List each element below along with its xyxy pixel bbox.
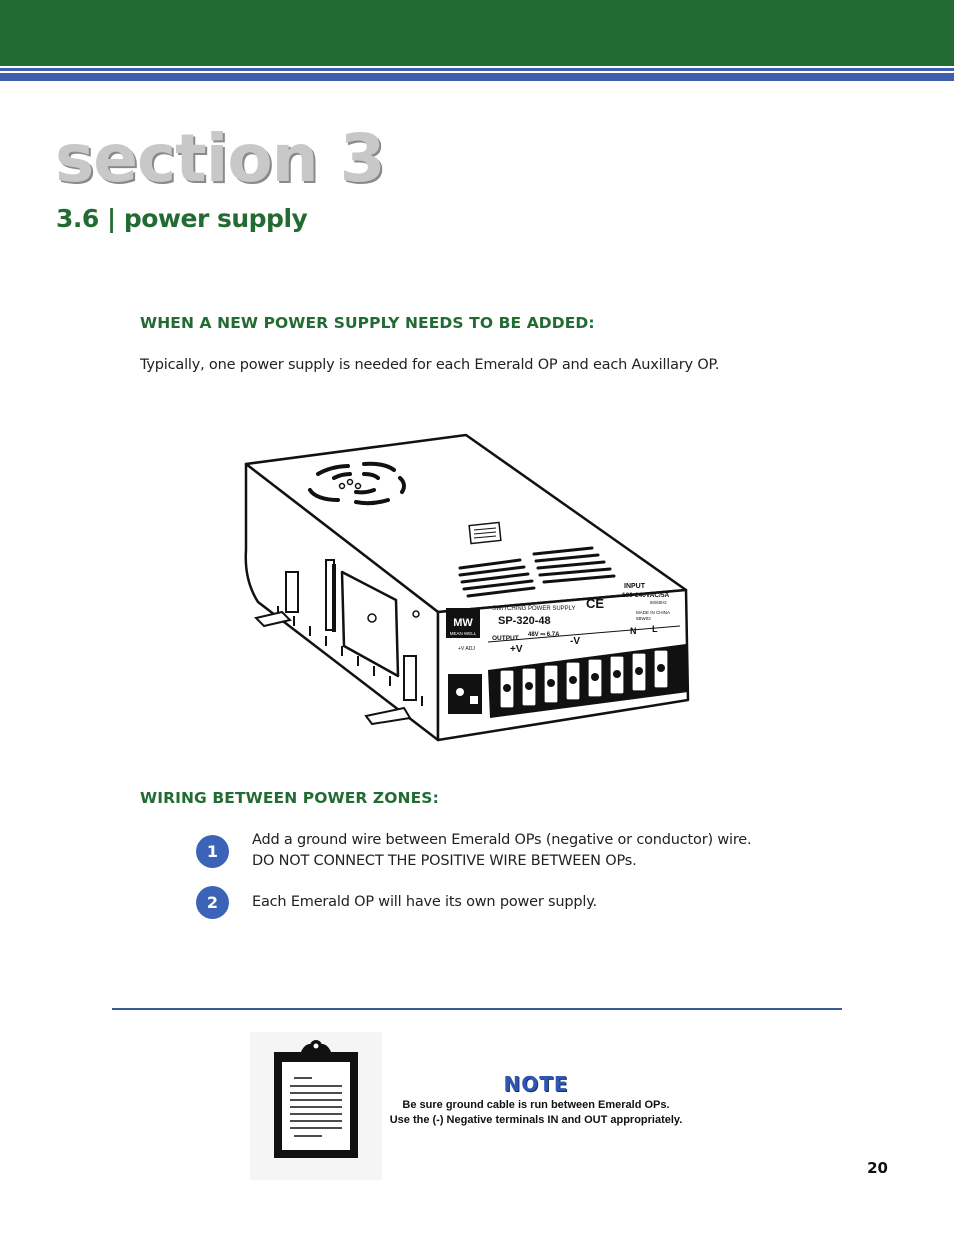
minus-v-label: -V bbox=[570, 636, 580, 647]
model-text: SP-320-48 bbox=[498, 615, 551, 627]
output-value: 48V ⎓ 6.7A bbox=[528, 632, 560, 638]
product-line-text: SWITCHING POWER SUPPLY bbox=[492, 606, 576, 612]
code-text: 5BW02 bbox=[636, 616, 651, 621]
header-stripe-thick bbox=[0, 73, 954, 81]
power-supply-drawing: MW MEAN WELL SWITCHING POWER SUPPLY SP-3… bbox=[244, 433, 690, 742]
note-line-2: Use the (-) Negative terminals IN and OU… bbox=[389, 1114, 683, 1126]
v-adj-label: +V ADJ bbox=[458, 646, 475, 652]
new-supply-text: Typically, one power supply is needed fo… bbox=[140, 357, 720, 373]
brand-subtitle: MEAN WELL bbox=[450, 631, 477, 636]
step-2-text: Each Emerald OP will have its own power … bbox=[252, 894, 597, 910]
note-title: NOTE bbox=[503, 1072, 569, 1096]
page-number: 20 bbox=[867, 1159, 888, 1177]
section-title: section 3 bbox=[55, 120, 386, 197]
new-supply-heading: WHEN A NEW POWER SUPPLY NEEDS TO BE ADDE… bbox=[140, 314, 595, 332]
wiring-heading: WIRING BETWEEN POWER ZONES: bbox=[140, 789, 439, 807]
step-1-text: Add a ground wire between Emerald OPs (n… bbox=[252, 830, 752, 872]
step-1-line-1: Add a ground wire between Emerald OPs (n… bbox=[252, 832, 752, 848]
n-label: N bbox=[630, 626, 637, 636]
step-badge-2: 2 bbox=[196, 886, 229, 919]
input-label: INPUT bbox=[624, 583, 646, 590]
brand-logo: MW bbox=[453, 617, 473, 629]
power-supply-illustration: MW MEAN WELL SWITCHING POWER SUPPLY SP-3… bbox=[238, 430, 696, 746]
clipboard-panel bbox=[250, 1032, 382, 1180]
header-band bbox=[0, 0, 954, 66]
ce-mark: CE bbox=[586, 596, 604, 611]
made-in-text: MADE IN CHINA bbox=[636, 610, 670, 615]
clipboard-icon bbox=[274, 1040, 358, 1158]
section-subtitle: 3.6 | power supply bbox=[56, 204, 308, 233]
step-1-line-2: DO NOT CONNECT THE POSITIVE WIRE BETWEEN… bbox=[252, 853, 637, 869]
l-label: L bbox=[652, 624, 658, 634]
input-value: 100-240VAC/5A bbox=[622, 592, 670, 599]
plus-v-label: +V bbox=[510, 644, 523, 655]
section-divider bbox=[112, 1008, 842, 1010]
output-label: OUTPUT bbox=[492, 635, 519, 642]
input-frequency: 50/60Hz bbox=[650, 600, 668, 605]
header-stripe-thin bbox=[0, 68, 954, 71]
note-line-1: Be sure ground cable is run between Emer… bbox=[402, 1099, 670, 1111]
step-badge-1: 1 bbox=[196, 835, 229, 868]
